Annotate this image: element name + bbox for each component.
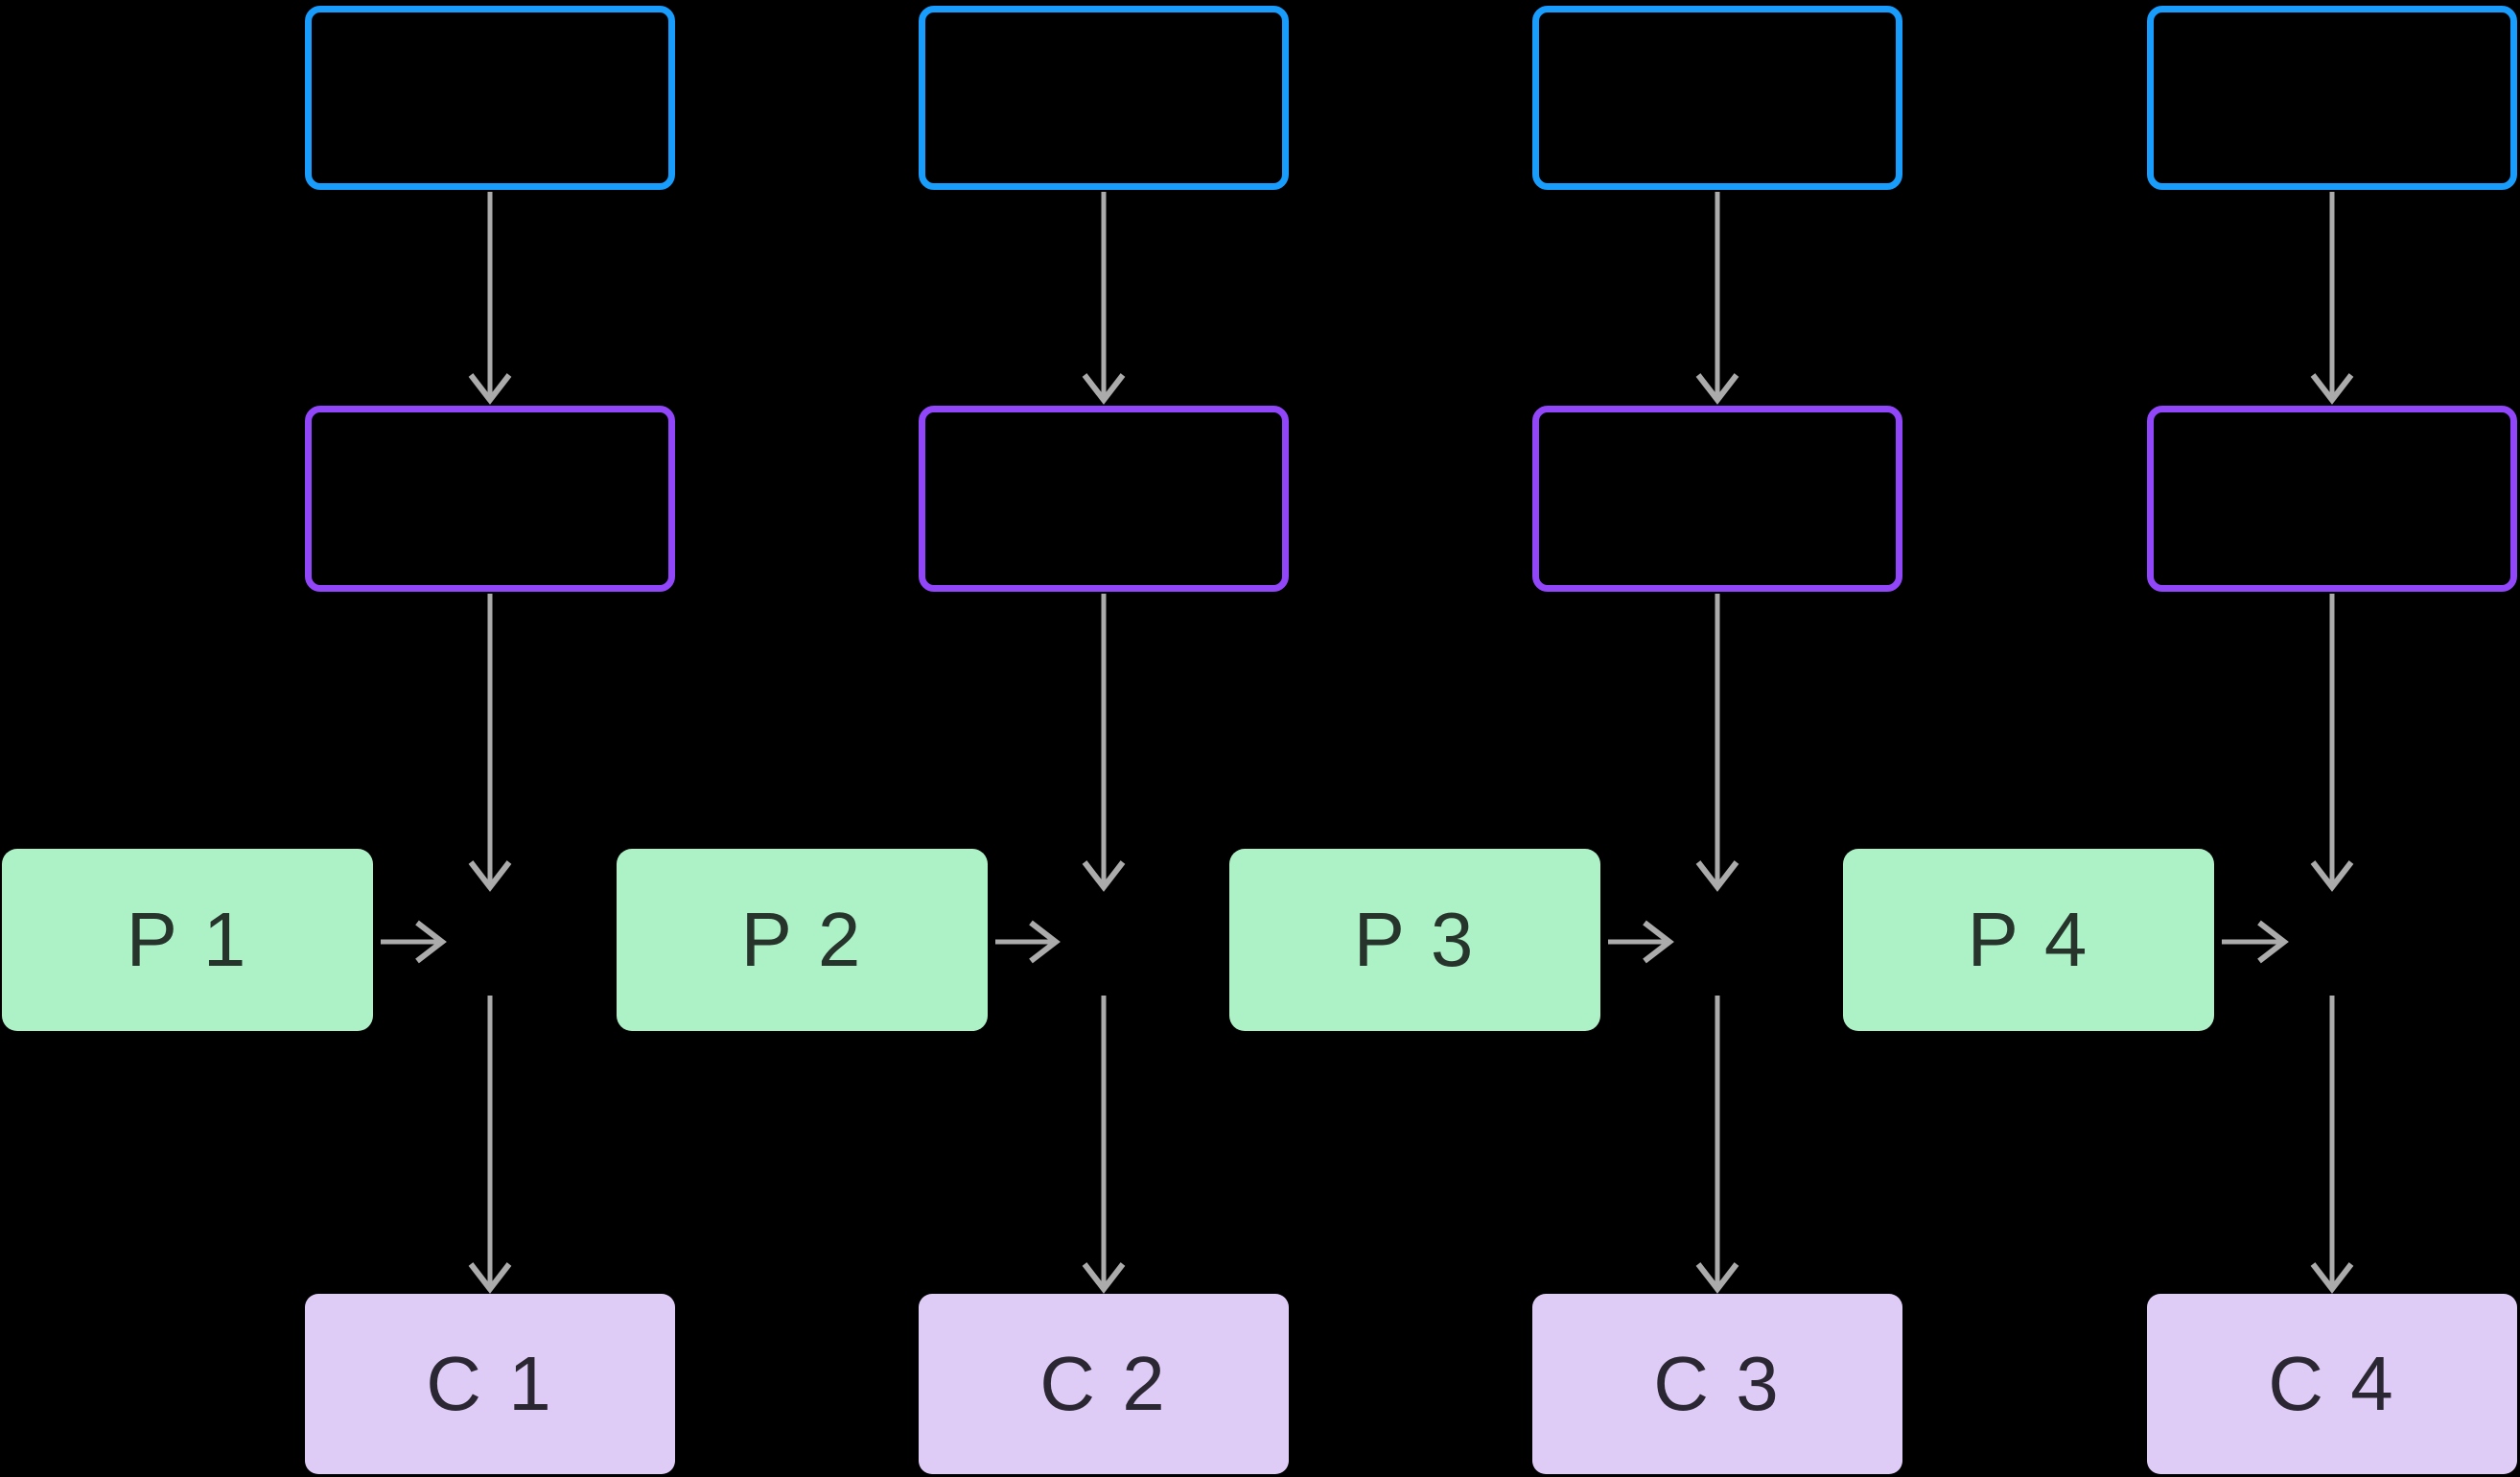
output-box-label: C 2 — [1039, 1341, 1168, 1426]
process-box-label: P 3 — [1353, 897, 1477, 982]
output-box-c4: C 4 — [2147, 1294, 2517, 1474]
output-box-c2: C 2 — [919, 1294, 1289, 1474]
output-box-c1: C 1 — [305, 1294, 675, 1474]
output-box-c3: C 3 — [1532, 1294, 1902, 1474]
stage-box-col3 — [1532, 406, 1902, 592]
input-box-col3 — [1532, 6, 1902, 190]
stage-box-col4 — [2147, 406, 2517, 592]
process-box-p2: P 2 — [617, 849, 988, 1031]
process-box-label: P 2 — [740, 897, 864, 982]
stage-box-col2 — [919, 406, 1289, 592]
input-box-col4 — [2147, 6, 2517, 190]
process-box-label: P 4 — [1967, 897, 2090, 982]
output-box-label: C 4 — [2268, 1341, 2396, 1426]
process-box-p3: P 3 — [1229, 849, 1600, 1031]
input-box-col1 — [305, 6, 675, 190]
stage-box-col1 — [305, 406, 675, 592]
output-box-label: C 3 — [1653, 1341, 1782, 1426]
input-box-col2 — [919, 6, 1289, 190]
process-box-p1: P 1 — [2, 849, 373, 1031]
output-box-label: C 1 — [426, 1341, 554, 1426]
process-box-p4: P 4 — [1843, 849, 2214, 1031]
process-box-label: P 1 — [126, 897, 249, 982]
